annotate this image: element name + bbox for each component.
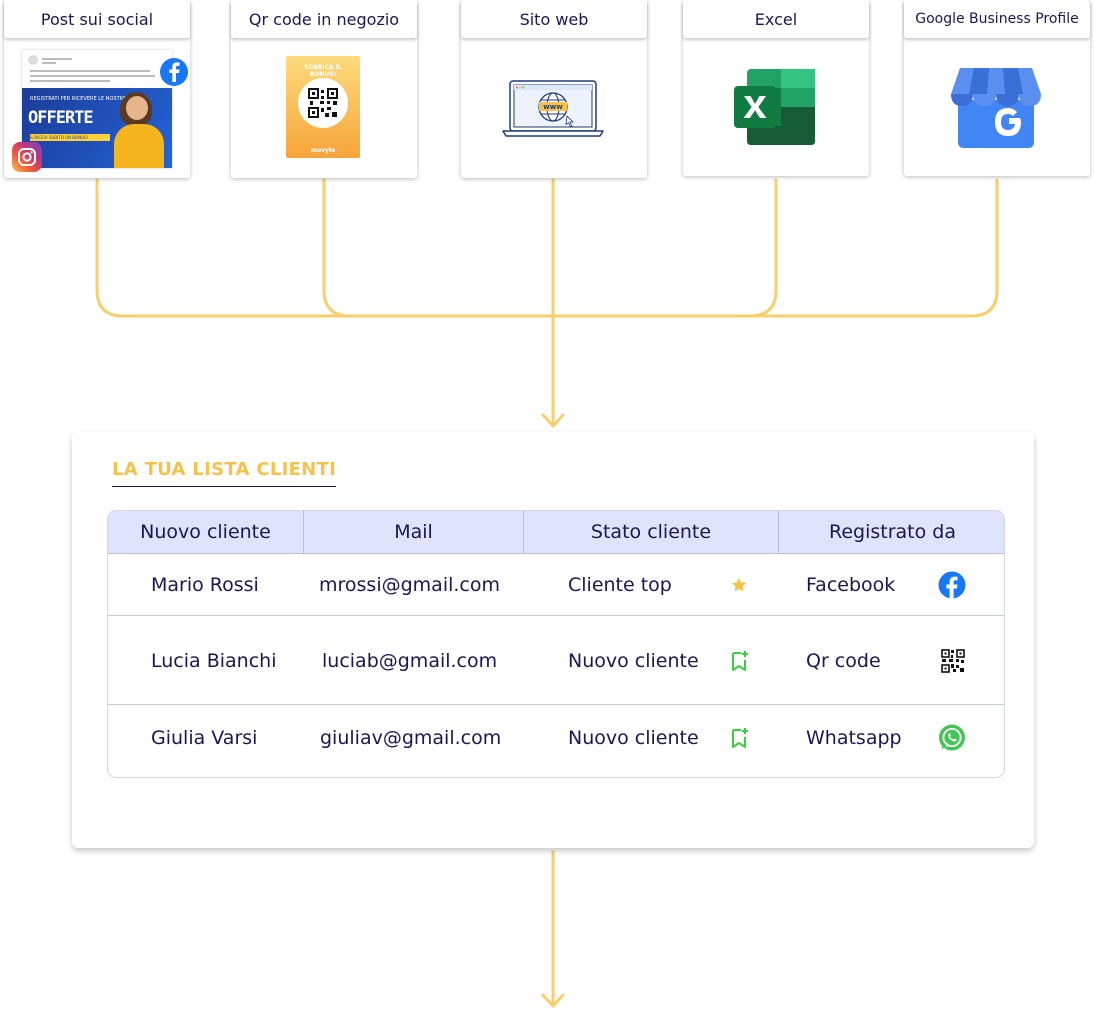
source-card-social: Post sui social REGISTRATI PER RICEVERE … — [4, 0, 190, 178]
flyer-title: SCARICA IL BONUS! — [304, 64, 342, 78]
source-title: Sito web — [519, 9, 589, 29]
facebook-icon — [160, 58, 188, 86]
google-business-icon — [951, 68, 1041, 148]
table-header: Nuovo cliente Mail Stato cliente Registr… — [108, 511, 1004, 554]
header-registrato-da: Registrato da — [778, 511, 1004, 553]
cell-source: Qr code — [806, 649, 881, 672]
table-row: Giulia Varsi giuliav@gmail.com Nuovo cli… — [108, 706, 1004, 769]
flyer-brand: movylo — [310, 147, 336, 154]
table-row: Mario Rossi mrossi@gmail.com Cliente top… — [108, 554, 1004, 616]
qr-code-icon — [938, 617, 968, 704]
website-label: www — [543, 103, 563, 111]
instagram-icon — [12, 142, 42, 172]
qr-flyer-icon: SCARICA IL BONUS! movylo — [286, 56, 360, 158]
header-stato-cliente: Stato cliente — [523, 511, 778, 553]
website-icon: www — [502, 80, 604, 137]
source-card-header: Post sui social — [4, 0, 190, 38]
bookmark-add-icon — [725, 706, 755, 769]
cell-name: Lucia Bianchi — [151, 649, 277, 672]
excel-icon — [734, 69, 815, 145]
table-row: Lucia Bianchi luciab@gmail.com Nuovo cli… — [108, 617, 1004, 705]
source-card-website: Sito web www — [461, 0, 647, 178]
cell-source: Facebook — [806, 573, 896, 596]
cell-mail: mrossi@gmail.com — [319, 573, 500, 596]
cell-mail: giuliav@gmail.com — [320, 726, 502, 749]
cell-mail: luciab@gmail.com — [322, 649, 498, 672]
source-title: Google Business Profile — [915, 11, 1079, 27]
cell-source: Whatsapp — [806, 726, 902, 749]
source-title: Excel — [754, 9, 798, 29]
source-title: Post sui social — [40, 9, 154, 29]
whatsapp-icon — [937, 706, 967, 769]
source-card-header: Excel — [683, 0, 869, 38]
banner-big-text: OFFERTE — [28, 108, 94, 128]
client-list-panel: LA TUA LISTA CLIENTI Nuovo cliente Mail … — [72, 432, 1034, 848]
source-card-google-business: Google Business Profile — [904, 0, 1090, 176]
source-title: Qr code in negozio — [248, 9, 400, 29]
panel-title: LA TUA LISTA CLIENTI — [112, 459, 337, 487]
bookmark-add-icon — [725, 617, 755, 704]
social-post-icon: REGISTRATI PER RICEVERE LE NOSTRE OFFERT… — [22, 50, 172, 168]
source-card-header: Qr code in negozio — [231, 0, 417, 38]
client-table: Nuovo cliente Mail Stato cliente Registr… — [107, 510, 1005, 778]
banner-tag-text: & RICEVI SUBITO UN BONUS! — [30, 135, 89, 140]
header-nuovo-cliente: Nuovo cliente — [140, 521, 271, 543]
qr-code-icon — [308, 88, 338, 118]
cell-name: Mario Rossi — [151, 573, 259, 596]
facebook-icon — [937, 554, 967, 615]
source-card-header: Google Business Profile — [904, 0, 1090, 38]
star-icon — [724, 554, 754, 615]
cell-status: Cliente top — [568, 573, 672, 596]
source-card-qr: Qr code in negozio SCARICA IL BONUS! mov… — [231, 0, 417, 178]
header-mail: Mail — [303, 511, 523, 553]
source-card-excel: Excel — [683, 0, 869, 176]
cell-status: Nuovo cliente — [568, 726, 699, 749]
cell-name: Giulia Varsi — [151, 726, 258, 749]
banner-small-text: REGISTRATI PER RICEVERE LE NOSTRE — [30, 96, 127, 102]
cell-status: Nuovo cliente — [568, 649, 699, 672]
source-card-header: Sito web — [461, 0, 647, 38]
